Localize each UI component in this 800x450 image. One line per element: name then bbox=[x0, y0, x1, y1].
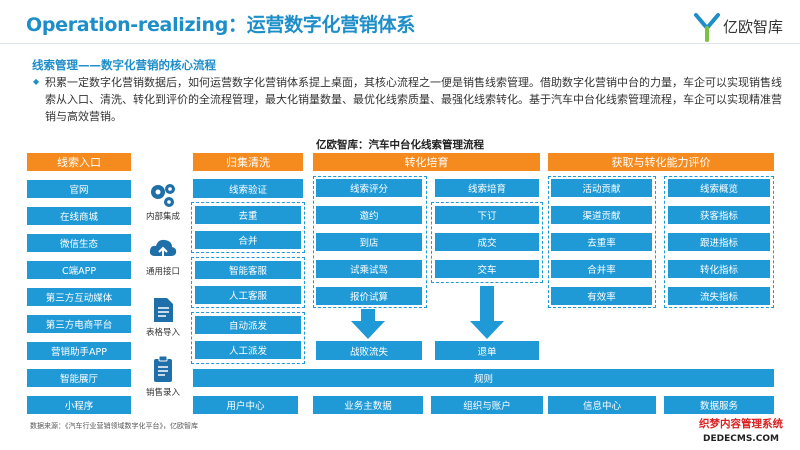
cleaning-item: 合并 bbox=[195, 231, 301, 249]
dashed-group bbox=[664, 176, 774, 308]
rules-bar: 规则 bbox=[193, 369, 774, 387]
down-arrow-icon bbox=[470, 286, 504, 339]
entry-item: 智能展厅 bbox=[27, 369, 131, 387]
entry-item: 官网 bbox=[27, 180, 131, 198]
bottom-item: 组织与账户 bbox=[431, 396, 543, 414]
cultivation-item: 成交 bbox=[435, 233, 539, 251]
bottom-item: 数据服务 bbox=[664, 396, 774, 414]
evaluation-item: 获客指标 bbox=[668, 206, 770, 224]
bottom-item: 信息中心 bbox=[548, 396, 656, 414]
entry-item: 营销助手APP bbox=[27, 342, 131, 360]
dashed-group bbox=[548, 176, 656, 308]
section-subtitle: 线索管理——数字化营销的核心流程 bbox=[32, 58, 216, 72]
cultivation-item: 试乘试驾 bbox=[316, 260, 422, 278]
clipboard-icon bbox=[154, 355, 172, 382]
outcome-item: 退单 bbox=[435, 341, 539, 360]
dashed-group bbox=[191, 312, 305, 364]
evaluation-item: 流失指标 bbox=[668, 287, 770, 305]
cultivation-item: 邀约 bbox=[316, 206, 422, 224]
bullet-diamond-icon: ◆ bbox=[33, 77, 40, 86]
cultivation-item: 报价试算 bbox=[316, 287, 422, 305]
dashed-group bbox=[191, 202, 305, 253]
cultivation-item: 到店 bbox=[316, 233, 422, 251]
intro-paragraph: 积累一定数字化营销数据后，如何运营数字化营销体系提上桌面，其核心流程之一便是销售… bbox=[45, 76, 782, 123]
cloud-upload-icon bbox=[149, 239, 177, 258]
entry-item: 小程序 bbox=[27, 396, 131, 414]
evaluation-item: 转化指标 bbox=[668, 260, 770, 278]
evaluation-item: 有效率 bbox=[551, 287, 652, 305]
side-label-internal: 内部集成 bbox=[145, 212, 180, 222]
header-cleaning: 归集清洗 bbox=[193, 153, 303, 171]
entry-item: C端APP bbox=[27, 261, 131, 279]
evaluation-item: 线索概览 bbox=[668, 179, 770, 197]
cultivation-item: 线索评分 bbox=[316, 179, 422, 197]
evaluation-item: 去重率 bbox=[551, 233, 652, 251]
cleaning-item: 自动派发 bbox=[195, 316, 301, 334]
cleaning-item: 去重 bbox=[195, 206, 301, 224]
side-label-import: 表格导入 bbox=[145, 328, 180, 338]
dashed-group bbox=[191, 257, 305, 308]
cultivation-item: 下订 bbox=[435, 206, 539, 224]
evaluation-item: 活动贡献 bbox=[551, 179, 652, 197]
header-evaluation: 获取与转化能力评价 bbox=[548, 153, 774, 171]
evaluation-item: 跟进指标 bbox=[668, 233, 770, 251]
entry-item: 第三方互动媒体 bbox=[27, 288, 131, 306]
watermark: 织梦内容管理系统 DEDECMS.COM bbox=[686, 416, 796, 450]
bottom-item: 业务主数据 bbox=[313, 396, 423, 414]
entry-item: 第三方电商平台 bbox=[27, 315, 131, 333]
side-label-sales: 销售录入 bbox=[145, 388, 180, 398]
logo-icon bbox=[694, 13, 720, 42]
diagram-title: 亿欧智库：汽车中台化线索管理流程 bbox=[316, 139, 484, 151]
header-divider bbox=[0, 43, 800, 44]
watermark-line1: 织梦内容管理系统 bbox=[699, 418, 783, 430]
bottom-item: 用户中心 bbox=[193, 396, 298, 414]
outcome-item: 战败流失 bbox=[316, 341, 422, 360]
brand-logo: 亿欧智库 bbox=[693, 10, 793, 44]
cleaning-item: 智能客服 bbox=[195, 261, 301, 279]
evaluation-item: 渠道贡献 bbox=[551, 206, 652, 224]
dashed-group bbox=[313, 176, 427, 308]
cleaning-item: 人工派发 bbox=[195, 341, 301, 359]
down-arrow-icon bbox=[351, 309, 385, 339]
entry-item: 微信生态 bbox=[27, 234, 131, 252]
header-cultivation: 转化培育 bbox=[313, 153, 540, 171]
document-icon bbox=[154, 298, 173, 322]
cleaning-item: 线索验证 bbox=[193, 179, 303, 198]
logo-text: 亿欧智库 bbox=[723, 18, 784, 36]
gears-icon bbox=[151, 184, 175, 207]
entry-item: 在线商城 bbox=[27, 207, 131, 225]
cleaning-item: 人工客服 bbox=[195, 286, 301, 304]
cultivation-item: 线索培育 bbox=[435, 179, 539, 197]
source-note: 数据来源：《汽车行业营销领域数字化平台》，亿欧智库 bbox=[30, 422, 198, 430]
dashed-group bbox=[431, 202, 543, 283]
header-entry: 线索入口 bbox=[27, 153, 131, 171]
cultivation-item: 交车 bbox=[435, 260, 539, 278]
watermark-line2: DEDECMS.COM bbox=[703, 434, 779, 444]
evaluation-item: 合并率 bbox=[551, 260, 652, 278]
side-label-interface: 通用接口 bbox=[145, 267, 180, 277]
page-title: Operation-realizing：运营数字化营销体系 bbox=[26, 14, 415, 36]
